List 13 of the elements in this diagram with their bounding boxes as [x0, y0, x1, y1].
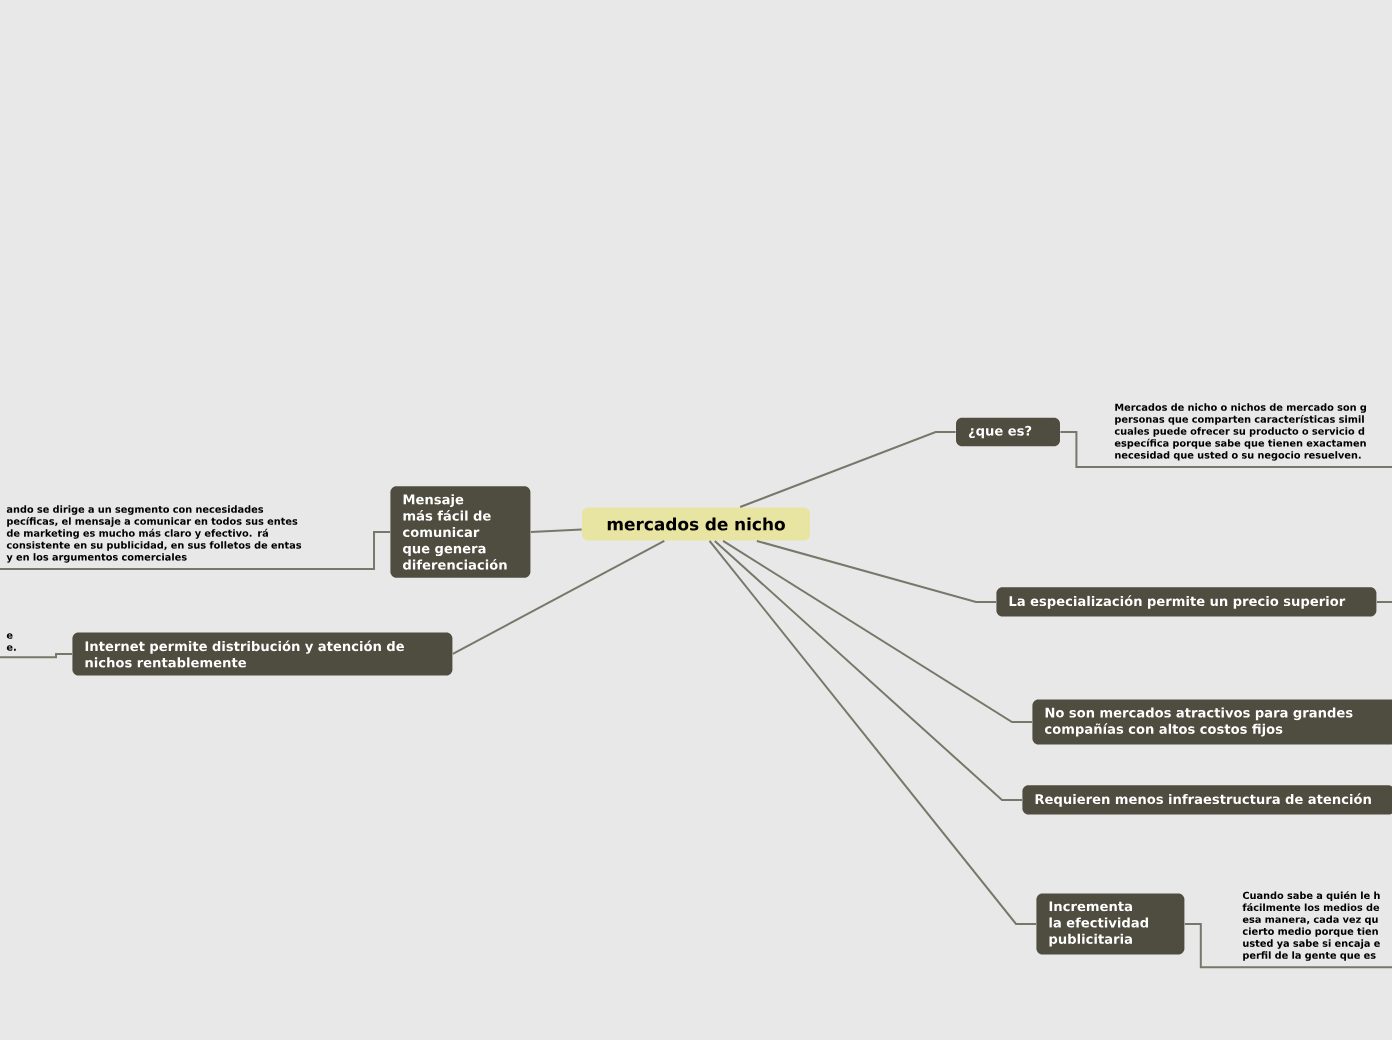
- connector-line: [1375, 601, 1392, 603]
- connector-line: [1183, 923, 1392, 969]
- connector-line: [708, 539, 1037, 925]
- connector-line: [755, 539, 997, 603]
- central-topic-box: mercados de nicho: [582, 507, 810, 541]
- connector-line: [713, 539, 1023, 801]
- connector-line: [0, 531, 391, 571]
- connector-line: [0, 653, 73, 659]
- connector-line: [739, 431, 957, 509]
- connector-line: [1059, 431, 1392, 469]
- connector-line: [722, 539, 1033, 723]
- connector-line: [451, 539, 666, 655]
- connector-line: [529, 528, 583, 533]
